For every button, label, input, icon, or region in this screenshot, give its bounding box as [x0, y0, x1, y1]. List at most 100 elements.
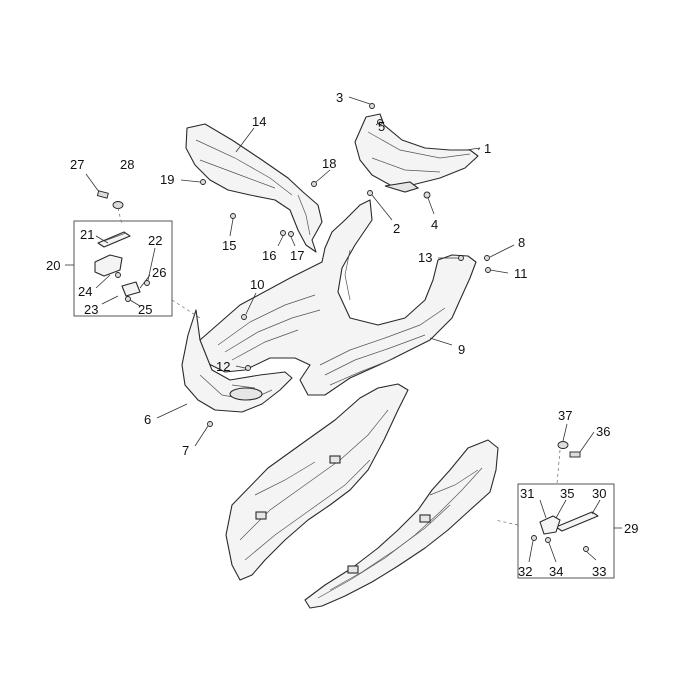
callout-10: 10	[250, 277, 264, 292]
callout-20: 20	[46, 258, 60, 273]
leader-16	[277, 235, 284, 247]
screw-8[interactable]	[484, 255, 490, 261]
screw-3[interactable]	[369, 103, 375, 109]
leader-11	[489, 269, 509, 274]
align-line-28	[117, 207, 123, 226]
align-line-29	[494, 519, 519, 526]
callout-36: 36	[596, 424, 610, 439]
callout-7: 7	[182, 443, 189, 458]
leader-5	[375, 121, 381, 126]
part-37-washer[interactable]	[557, 441, 569, 449]
screw-17[interactable]	[288, 231, 294, 237]
kit-box-29	[517, 483, 615, 579]
callout-4: 4	[431, 217, 438, 232]
screw-16[interactable]	[280, 230, 286, 236]
screw-33[interactable]	[583, 546, 589, 552]
callout-11: 11	[514, 266, 528, 281]
part-35-bracket[interactable]	[539, 515, 561, 535]
screw-7[interactable]	[207, 421, 213, 427]
callout-21: 21	[80, 227, 94, 242]
callout-29: 29	[624, 521, 638, 536]
leader-21	[95, 235, 109, 244]
leader-8	[489, 244, 515, 258]
callout-35: 35	[560, 486, 574, 501]
leader-3	[348, 96, 371, 105]
leader-14	[235, 127, 255, 153]
clip-12[interactable]	[245, 365, 251, 371]
callout-8: 8	[518, 235, 525, 250]
screw-32[interactable]	[531, 535, 537, 541]
leader-32	[528, 540, 534, 563]
callout-32: 32	[518, 564, 532, 579]
callout-18: 18	[322, 156, 336, 171]
leader-7	[194, 425, 209, 447]
part-14-inner-shield[interactable]	[185, 123, 323, 253]
leader-17	[290, 236, 296, 247]
leader-12	[235, 365, 246, 369]
callout-24: 24	[78, 284, 92, 299]
clip-13[interactable]	[458, 255, 464, 261]
nut-34[interactable]	[545, 537, 551, 543]
callout-5: 5	[378, 119, 385, 134]
screw-18[interactable]	[311, 181, 317, 187]
part-36-bolt[interactable]	[569, 451, 581, 458]
callout-3: 3	[336, 90, 343, 105]
leader-26	[139, 274, 151, 289]
part-21-grip[interactable]	[97, 231, 131, 248]
callout-37: 37	[558, 408, 572, 423]
callout-19: 19	[160, 172, 174, 187]
screw-10[interactable]	[241, 314, 247, 320]
callout-14: 14	[252, 114, 266, 129]
screw-22[interactable]	[144, 280, 150, 286]
part-6-front-panel[interactable]	[181, 309, 293, 413]
part-27-bolt[interactable]	[85, 173, 109, 199]
callout-27: 27	[70, 157, 84, 172]
leader-37	[562, 423, 568, 442]
leader-10	[245, 292, 257, 315]
callout-15: 15	[222, 238, 236, 253]
callout-25: 25	[138, 302, 152, 317]
callout-12: 12	[216, 359, 230, 374]
leader-6	[156, 403, 188, 419]
screw-11[interactable]	[485, 267, 491, 273]
leader-15	[229, 218, 234, 237]
side-panel-right[interactable]	[304, 439, 499, 609]
leader-4	[427, 197, 435, 215]
leader-30	[591, 499, 601, 515]
part-30-grip[interactable]	[555, 511, 599, 532]
leader-19	[180, 179, 201, 183]
leader-36	[579, 431, 595, 453]
screw-19[interactable]	[200, 179, 206, 185]
callout-23: 23	[84, 302, 98, 317]
clip-2[interactable]	[367, 190, 373, 196]
leader-34	[548, 542, 557, 563]
callout-26: 26	[152, 265, 166, 280]
align-line-37	[556, 449, 561, 485]
leader-23	[101, 295, 119, 305]
callout-1: 1	[484, 141, 491, 156]
leader-25	[129, 299, 141, 307]
callout-31: 31	[520, 486, 534, 501]
kit-box-20	[73, 220, 173, 317]
callout-13: 13	[418, 250, 432, 265]
callout-30: 30	[592, 486, 606, 501]
part-28-washer[interactable]	[112, 201, 124, 209]
screw-24[interactable]	[115, 272, 121, 278]
leader-33	[586, 551, 597, 561]
nut-25[interactable]	[125, 296, 131, 302]
part-1-top-cover[interactable]	[354, 113, 479, 193]
callout-17: 17	[290, 248, 304, 263]
callout-2: 2	[393, 221, 400, 236]
part-9-footboard[interactable]	[199, 199, 477, 396]
leader-22	[147, 247, 156, 281]
nut-4[interactable]	[423, 191, 431, 199]
part-26-clip[interactable]	[121, 281, 141, 297]
part-24-bracket[interactable]	[94, 254, 123, 277]
callout-6: 6	[144, 412, 151, 427]
callout-33: 33	[592, 564, 606, 579]
screw-15[interactable]	[230, 213, 236, 219]
callout-9: 9	[458, 342, 465, 357]
side-panel-left[interactable]	[225, 383, 409, 581]
